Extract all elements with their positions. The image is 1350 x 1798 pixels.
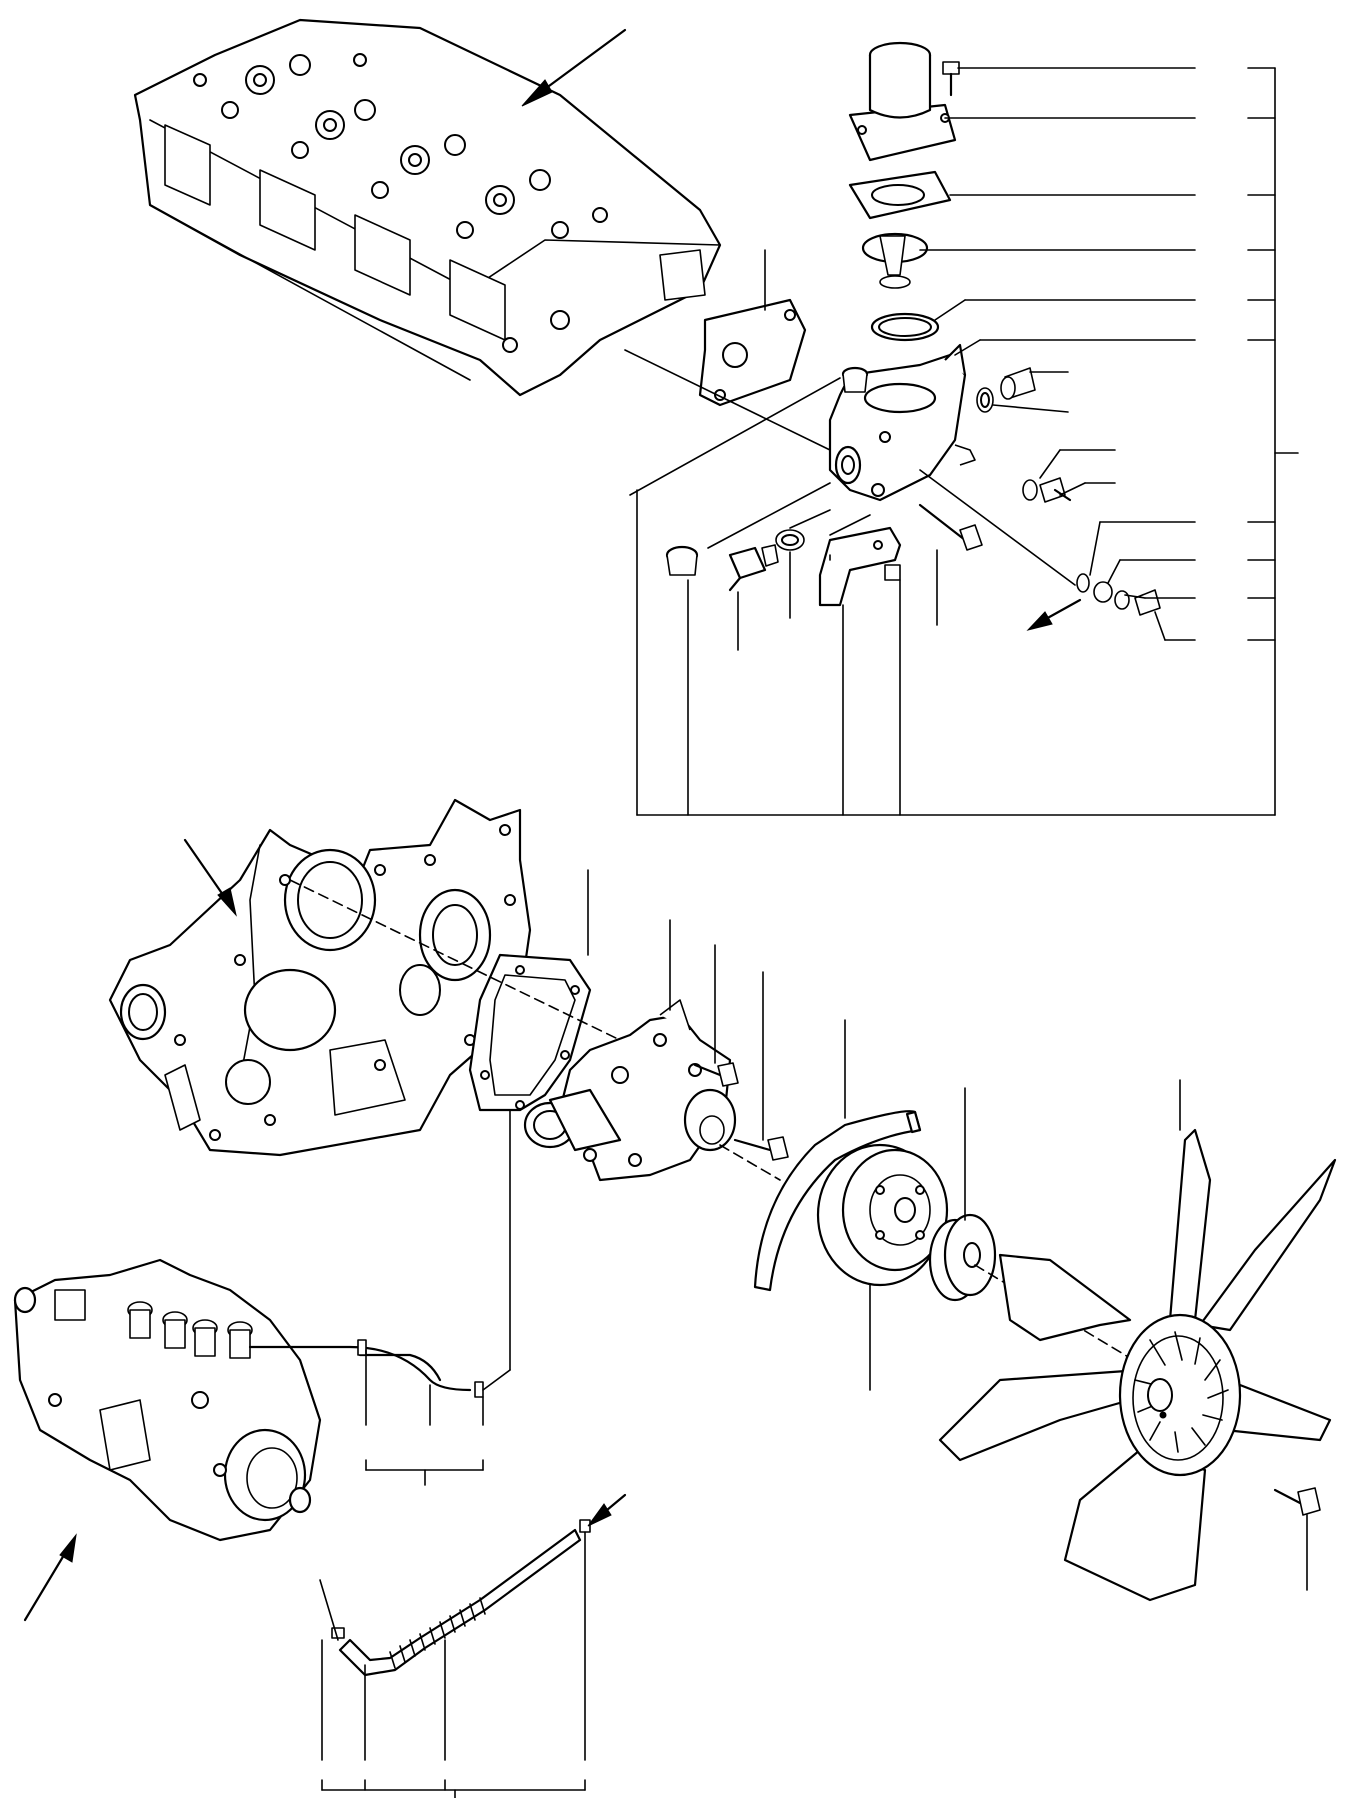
side-plug-washer — [976, 387, 994, 413]
injection-pump-outlets — [127, 1301, 253, 1359]
side-plug — [1000, 367, 1036, 400]
gear-case — [108, 798, 532, 1157]
water-pump-bolt-long — [733, 1136, 789, 1161]
gear-case-bolt-holes — [174, 824, 516, 1141]
sender-gasket — [775, 529, 805, 551]
fan-spacer — [928, 1213, 997, 1302]
water-pump — [523, 999, 737, 1182]
thermostat-housing-gasket — [698, 249, 807, 407]
head-to-housing-line — [624, 349, 831, 451]
water-pump-gasket — [468, 953, 592, 1112]
fuel-return-pipe — [248, 1339, 484, 1398]
fan-hub-vanes — [1134, 1331, 1229, 1453]
water-pump-bolt-short — [693, 1062, 739, 1087]
v-belt — [753, 1110, 922, 1292]
fuel-hose-spring-guard — [389, 1597, 486, 1669]
sender-link-line — [707, 482, 831, 549]
gasket-link-line — [789, 509, 831, 529]
drain-cock-assembly — [1076, 573, 1161, 616]
leader-lines-cooling — [587, 869, 1308, 1591]
leader-lines-fuel-pipe — [365, 1109, 511, 1486]
housing-bolt-washer — [1022, 477, 1072, 503]
thermostat-gasket — [848, 170, 952, 220]
gear-case-to-pump-line — [289, 879, 621, 1041]
plug-link-line — [629, 377, 841, 496]
bracket-plate — [818, 526, 902, 607]
fan-pulley — [816, 1143, 949, 1287]
thermostat-o-ring — [870, 312, 940, 342]
bracket-bolt — [884, 564, 901, 581]
thermostat-cover-bolt — [942, 61, 960, 97]
cooling-fan — [938, 1128, 1337, 1602]
fan-bolt — [1273, 1487, 1321, 1516]
gear-case-pointer-arrow — [183, 838, 237, 917]
thermostat — [861, 232, 929, 289]
cylinder-head — [133, 18, 722, 397]
hose-pointer-arrow — [587, 1493, 627, 1527]
housing-long-bolt — [918, 503, 983, 551]
injection-pump — [13, 1258, 322, 1542]
housing-plug — [841, 366, 869, 393]
housing-plug-lower — [665, 545, 699, 576]
fuel-hose — [331, 1519, 591, 1677]
head-pointer-arrow — [521, 28, 627, 107]
valve-holes — [193, 53, 608, 239]
plate-link-line — [829, 514, 871, 536]
drain-pointer-arrow — [919, 469, 1082, 631]
pump-axis-line — [719, 1144, 781, 1181]
leader-lines-fuel-hose — [319, 1531, 586, 1798]
injection-pump-pointer-arrow — [23, 1533, 77, 1622]
temperature-sender — [728, 544, 779, 592]
thermostat-cover — [848, 41, 957, 162]
leader-lines-thermostat — [636, 67, 1299, 816]
